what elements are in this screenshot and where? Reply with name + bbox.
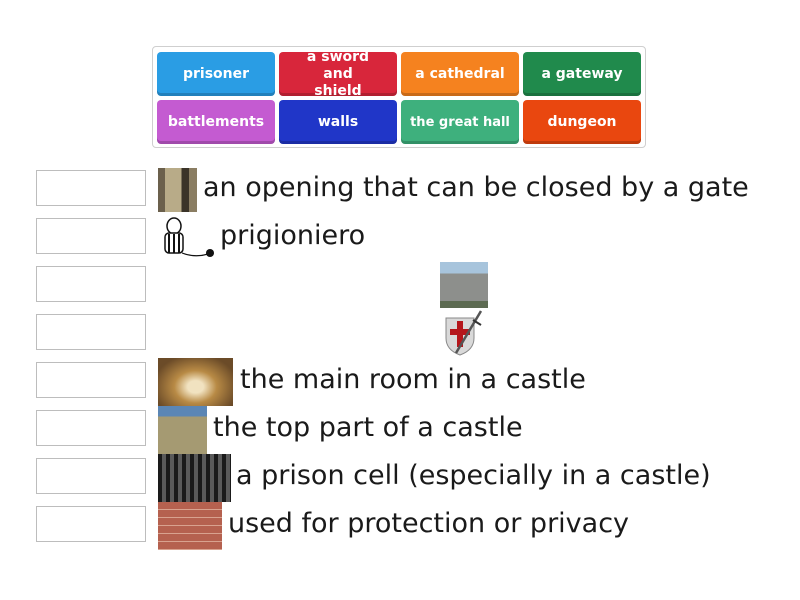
tile-label: battlements — [167, 113, 265, 130]
prisoner-cartoon-icon — [160, 216, 216, 260]
brick-wall-photo-icon — [158, 502, 222, 550]
drop-zone[interactable] — [36, 458, 146, 494]
tile-label: prisoner — [182, 65, 250, 82]
word-bank: prisoner a sword and shield a cathedral … — [152, 46, 646, 148]
tile-label: dungeon — [547, 113, 617, 130]
clue-text: the main room in a castle — [240, 364, 586, 395]
tile-label: walls — [317, 113, 359, 130]
gateway-photo-icon — [158, 168, 197, 212]
tile-great-hall[interactable]: the great hall — [401, 100, 519, 144]
tile-sword-and-shield[interactable]: a sword and shield — [279, 49, 397, 99]
clue-text: an opening that can be closed by a gate — [203, 172, 749, 203]
battlements-photo-icon — [158, 406, 207, 454]
match-row: a prison cell (especially in a castle) — [0, 454, 800, 504]
tile-cathedral[interactable]: a cathedral — [401, 52, 519, 96]
match-row — [0, 310, 800, 360]
drop-zone[interactable] — [36, 170, 146, 206]
match-row: used for protection or privacy — [0, 502, 800, 552]
tile-label: a gateway — [541, 65, 623, 82]
drop-zone[interactable] — [36, 266, 146, 302]
clue-text: prigioniero — [220, 220, 366, 251]
tile-label: a sword and shield — [306, 48, 370, 99]
tile-label: the great hall — [410, 114, 510, 130]
dungeon-photo-icon — [158, 454, 231, 502]
tile-walls[interactable]: walls — [279, 100, 397, 144]
clue-text: the top part of a castle — [213, 412, 523, 443]
cathedral-photo-icon — [440, 262, 488, 308]
tile-prisoner[interactable]: prisoner — [157, 52, 275, 96]
tile-dungeon[interactable]: dungeon — [523, 100, 641, 144]
drop-zone[interactable] — [36, 314, 146, 350]
clue-text: used for protection or privacy — [228, 508, 630, 539]
drop-zone[interactable] — [36, 506, 146, 542]
match-row: the top part of a castle — [0, 406, 800, 456]
match-row: prigioniero — [0, 216, 800, 264]
great-hall-photo-icon — [158, 358, 233, 406]
drop-zone[interactable] — [36, 410, 146, 446]
tile-battlements[interactable]: battlements — [157, 100, 275, 144]
tile-label: a cathedral — [415, 65, 505, 82]
drop-zone[interactable] — [36, 362, 146, 398]
clue-text: a prison cell (especially in a castle) — [236, 460, 711, 491]
drop-zone[interactable] — [36, 218, 146, 254]
match-row: an opening that can be closed by a gate — [0, 168, 800, 216]
match-row: the main room in a castle — [0, 358, 800, 408]
sword-shield-icon — [443, 308, 485, 358]
match-row — [0, 262, 800, 312]
tile-gateway[interactable]: a gateway — [523, 52, 641, 96]
